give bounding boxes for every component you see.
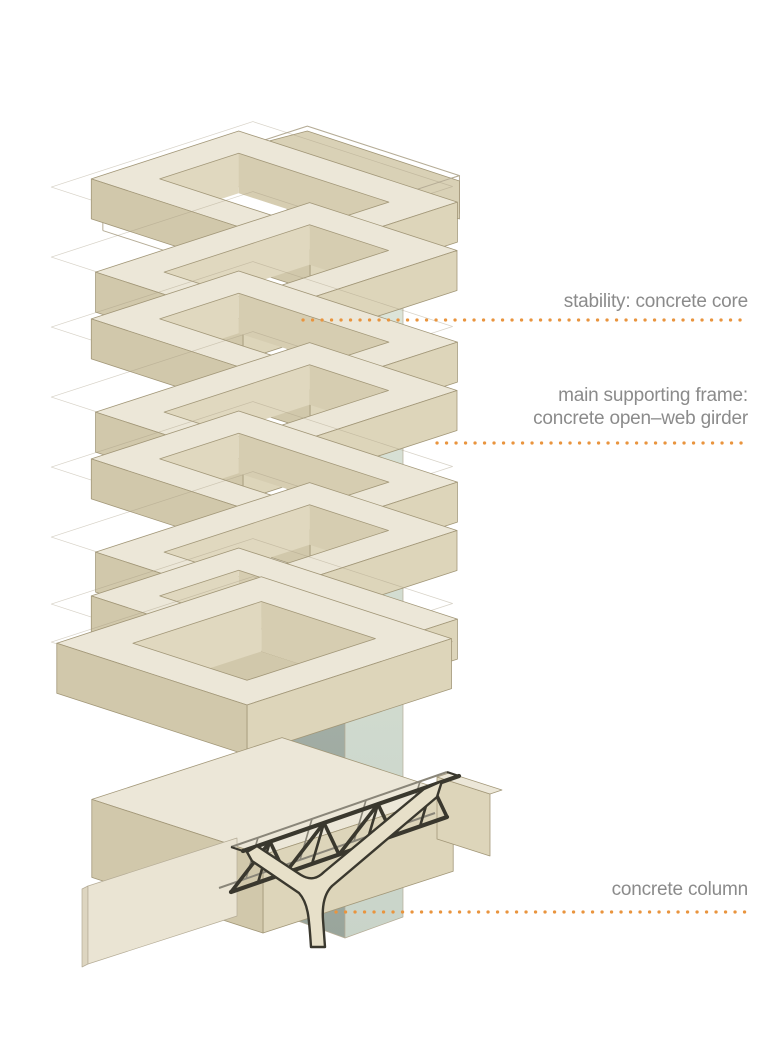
leader-lines xyxy=(301,318,752,914)
concrete-tree-column xyxy=(245,779,444,949)
label-stability-concrete-core: stability: concrete core xyxy=(563,291,748,312)
label-frame-line1: main supporting frame: xyxy=(558,385,748,406)
label-frame-line2: concrete open–web girder xyxy=(533,408,748,429)
label-concrete-column: concrete column xyxy=(611,879,749,900)
fin-wall xyxy=(81,837,238,968)
label-main-supporting-frame: main supporting frame: concrete open–web… xyxy=(533,384,748,430)
girder-ring-stack xyxy=(50,121,458,756)
